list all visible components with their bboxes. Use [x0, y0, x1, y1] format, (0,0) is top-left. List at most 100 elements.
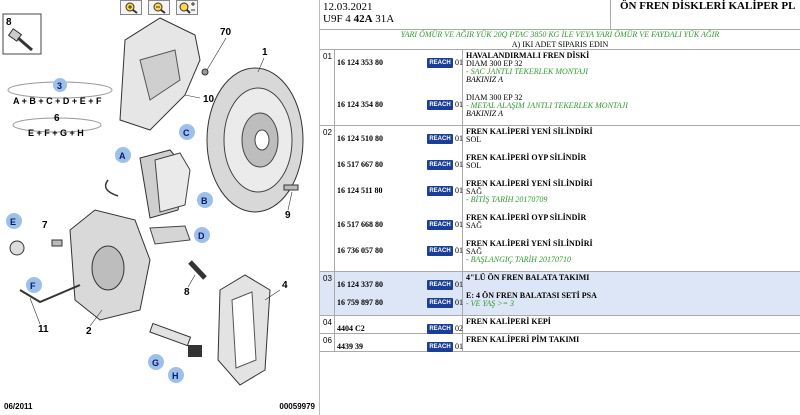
part-description: 4"LÜ ÖN FREN BALATA TAKIMI: [466, 274, 589, 282]
zoom-in-button[interactable]: [120, 0, 142, 15]
reach-button[interactable]: REACH: [427, 220, 453, 230]
reach-button[interactable]: REACH: [427, 298, 453, 308]
order-note: A) IKI ADET SIPARIS EDIN: [511, 40, 609, 49]
badge-D[interactable]: [194, 227, 210, 243]
description-line: SAĞ: [466, 247, 483, 256]
caliper-bracket-drawing: [217, 274, 271, 386]
column-divider: [462, 316, 463, 333]
quantity: 01: [455, 186, 463, 195]
bleed-valve-7: [51, 239, 63, 247]
reach-button[interactable]: REACH: [427, 160, 453, 170]
quantity: 01: [455, 298, 463, 307]
header-model: U9F 4 42A 31A: [323, 13, 394, 25]
part-number: 16 517 667 80: [337, 160, 383, 169]
label-9: 9: [285, 210, 291, 221]
bleed-screw-9: [283, 184, 299, 191]
label-E: E: [10, 217, 16, 227]
part-description: E: 4 ÖN FREN BALATASI SETİ PSA- VE YAŞ >…: [466, 292, 597, 308]
part-description: FREN KALİPERİ KEPİ: [466, 318, 551, 326]
reach-button[interactable]: REACH: [427, 134, 453, 144]
reach-button[interactable]: REACH: [427, 280, 453, 290]
description-line: SAĞ: [466, 187, 483, 196]
part-number: 16 124 354 80: [337, 100, 383, 109]
bush-H: [188, 345, 202, 357]
column-divider: [462, 272, 463, 315]
group-number: 02: [323, 128, 332, 137]
reach-button[interactable]: REACH: [427, 324, 453, 334]
formula-3: A + B + C + D + E + F: [13, 96, 102, 106]
brake-hose-drawing: [19, 284, 81, 304]
label-G: G: [152, 358, 159, 368]
zoom-out-icon: [153, 2, 166, 14]
badge-F[interactable]: [26, 277, 42, 293]
exploded-diagram[interactable]: 8 3 A + B + C + D + E + F 6 E + F + G + …: [0, 0, 320, 415]
brake-pad-drawing: [104, 149, 191, 219]
seal-E: [9, 240, 25, 256]
part-number: 4404 C2: [337, 324, 365, 333]
reach-button[interactable]: REACH: [427, 100, 453, 110]
reach-button[interactable]: REACH: [427, 186, 453, 196]
dust-shield-drawing: [119, 17, 201, 131]
formula-6: E + F + G + H: [28, 128, 84, 138]
zoom-fit-icon: [179, 1, 195, 14]
description-line: FREN KALİPERİ KEPİ: [466, 317, 551, 326]
caliper-carrier-drawing: [69, 209, 151, 321]
quantity: 01: [455, 220, 463, 229]
badge-G[interactable]: [148, 354, 164, 370]
zoom-fit-button[interactable]: [176, 0, 198, 15]
badge-H[interactable]: [168, 367, 184, 383]
quantity: 01: [455, 342, 463, 351]
badge-E[interactable]: [6, 213, 22, 229]
part-number: 16 124 510 80: [337, 134, 383, 143]
label-A: A: [119, 151, 126, 161]
model-prefix: U9F 4: [323, 13, 354, 25]
badge-B[interactable]: [197, 192, 213, 208]
quantity: 01: [455, 280, 463, 289]
description-line: FREN KALİPERİ YENİ SİLİNDİRİ: [466, 239, 593, 248]
badge-A[interactable]: [115, 147, 131, 163]
label-8-inset: 8: [6, 17, 12, 28]
reach-button[interactable]: REACH: [427, 342, 453, 352]
description-line: DIAM 300 EP 32: [466, 93, 523, 102]
badge-C[interactable]: [179, 124, 195, 140]
guide-bolt-8: [188, 260, 207, 280]
description-line: FREN KALİPERİ YENİ SİLİNDİRİ: [466, 127, 593, 136]
badge-3[interactable]: [53, 78, 67, 92]
description-line: FREN KALİPERİ YENİ SİLİNDİRİ: [466, 179, 593, 188]
label-1: 1: [262, 47, 268, 58]
label-F: F: [30, 281, 36, 291]
quantity: 01: [455, 134, 463, 143]
reach-button[interactable]: REACH: [427, 246, 453, 256]
part-number: 16 736 057 80: [337, 246, 383, 255]
condition-note-text: YARI ÖMÜR VE AĞIR YÜK 20Q PTAC 3850 KG İ…: [400, 30, 720, 39]
description-line: HAVALANDIRMALI FREN DİSKİ: [466, 51, 590, 60]
model-suffix: 31A: [372, 13, 395, 25]
description-line: SAĞ: [466, 221, 483, 230]
diagram-toolbar: [120, 0, 198, 15]
label-C: C: [183, 128, 190, 138]
zoom-out-button[interactable]: [148, 0, 170, 15]
reach-button[interactable]: REACH: [427, 58, 453, 68]
formula6-brace: [12, 117, 102, 133]
label-70: 70: [220, 27, 232, 38]
group-number: 01: [323, 52, 332, 61]
label-3: 3: [57, 81, 62, 91]
